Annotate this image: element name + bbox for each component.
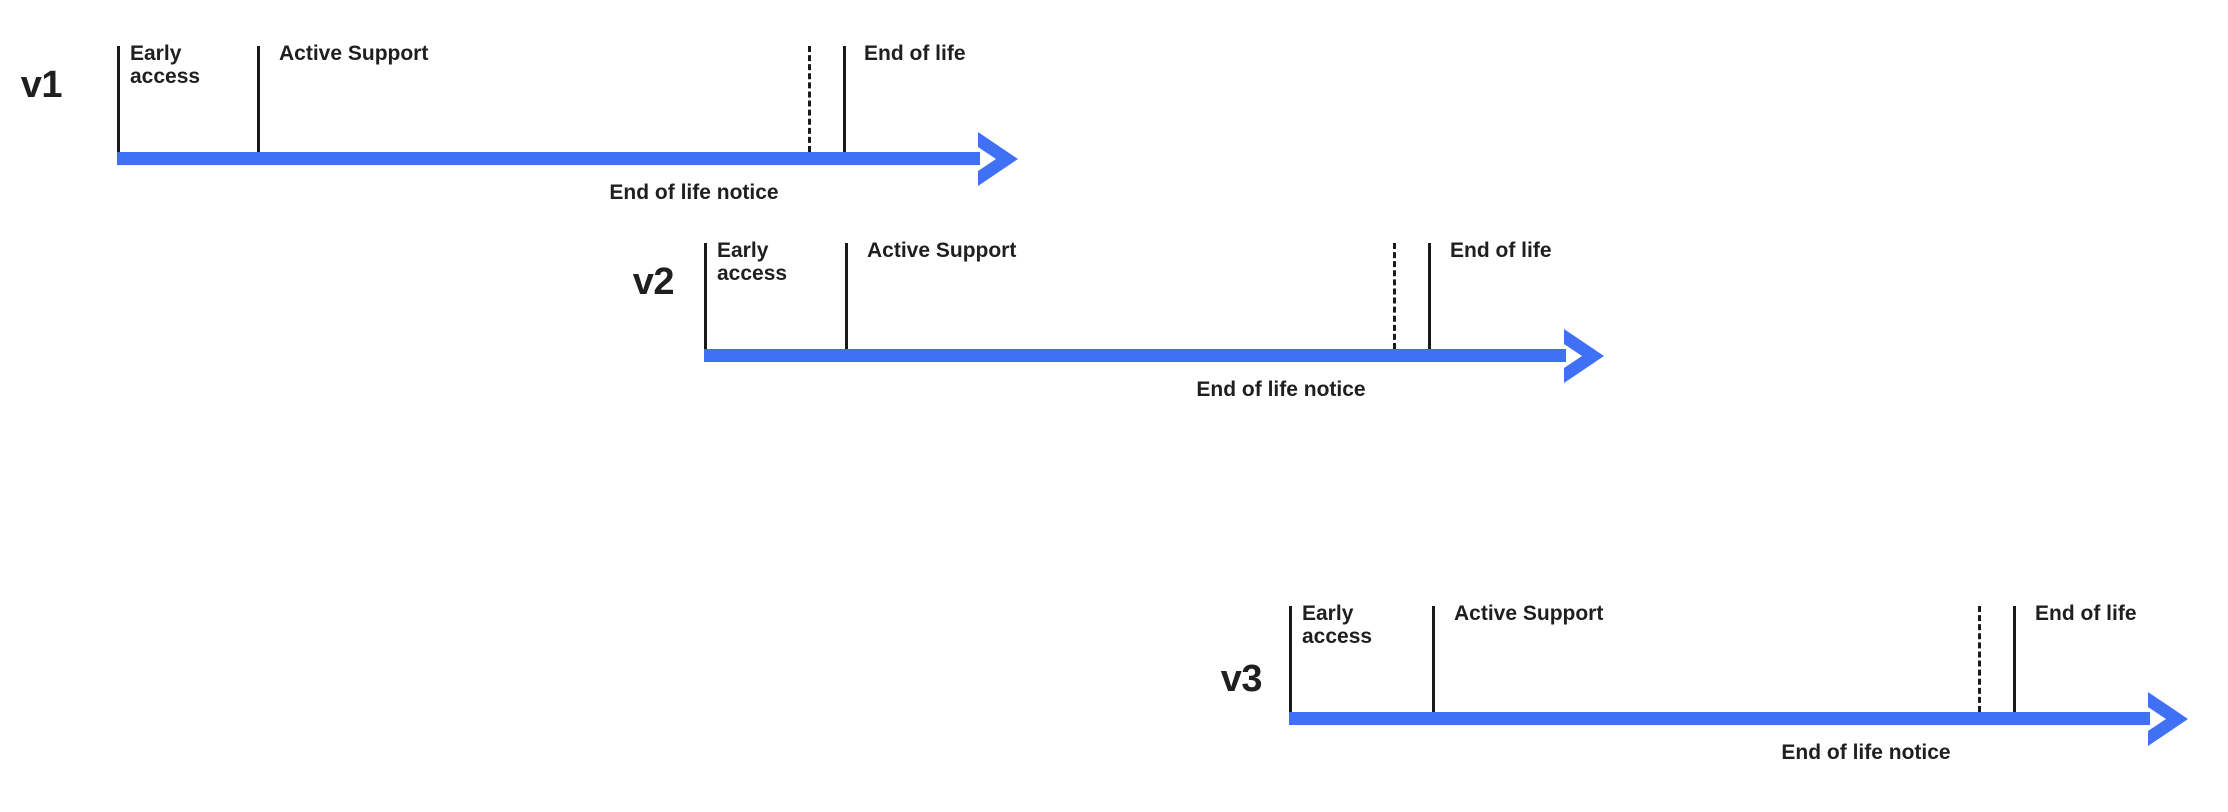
timeline-arrow-shaft-v3 [1289, 712, 2150, 725]
phase-label-active-support: Active Support [867, 239, 1017, 262]
phase-label-active-support: Active Support [279, 42, 429, 65]
phase-tick-early-access [704, 243, 707, 349]
phase-tick-end-of-life [1428, 243, 1431, 349]
phase-label-early-access: Early access [1302, 602, 1373, 648]
phase-label-end-of-life: End of life [2035, 602, 2137, 625]
phase-label-early-access: Early access [717, 239, 788, 285]
phase-label-end-of-life: End of life [864, 42, 966, 65]
phase-tick-active-support [1432, 606, 1435, 712]
eol-notice-tick [1978, 606, 1981, 712]
phase-label-active-support: Active Support [1454, 602, 1604, 625]
end-of-life-notice-label-v2: End of life notice [1196, 378, 1366, 401]
phase-tick-end-of-life [2013, 606, 2016, 712]
timeline-arrow-shaft-v2 [704, 349, 1566, 362]
phase-tick-active-support [257, 46, 260, 152]
timeline-arrow-shaft-v1 [117, 152, 980, 165]
end-of-life-notice-label-v3: End of life notice [1781, 741, 1951, 764]
end-of-life-notice-label-v1: End of life notice [609, 181, 779, 204]
version-label-v1: v1 [20, 64, 63, 106]
version-label-v2: v2 [632, 261, 675, 303]
phase-tick-active-support [845, 243, 848, 349]
phase-tick-early-access [117, 46, 120, 152]
phase-label-end-of-life: End of life [1450, 239, 1552, 262]
eol-notice-tick [808, 46, 811, 152]
version-label-v3: v3 [1220, 658, 1263, 700]
phase-tick-end-of-life [843, 46, 846, 152]
phase-label-early-access: Early access [130, 42, 201, 88]
phase-tick-early-access [1289, 606, 1292, 712]
eol-notice-tick [1393, 243, 1396, 349]
